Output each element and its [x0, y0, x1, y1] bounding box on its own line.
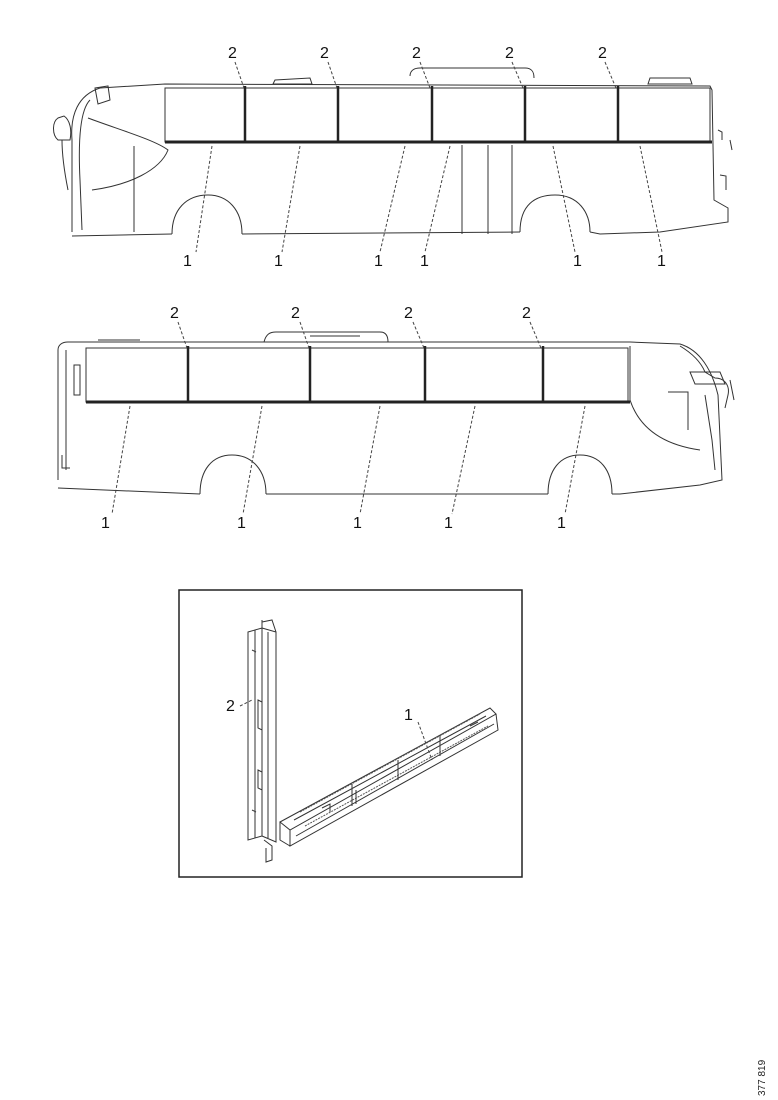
- label-rail-top-6: 1: [657, 253, 666, 270]
- label-post-top-5: 2: [598, 45, 607, 62]
- label-post-bottom-4: 2: [522, 305, 531, 322]
- label-detail-post: 2: [226, 698, 235, 715]
- label-rail-bottom-1: 1: [101, 515, 110, 532]
- bus-side-view-bottom: 2 2 2 2 1 1 1 1 1: [57, 305, 735, 532]
- label-post-bottom-1: 2: [170, 305, 179, 322]
- label-rail-top-3: 1: [374, 253, 383, 270]
- label-post-top-4: 2: [505, 45, 514, 62]
- document-reference-number: 377 819: [757, 1059, 768, 1096]
- document-reference: 377 819: [755, 1050, 775, 1100]
- label-rail-bottom-2: 1: [237, 515, 246, 532]
- label-rail-bottom-5: 1: [557, 515, 566, 532]
- detail-view: 2 1: [178, 589, 523, 878]
- rail-part: [279, 707, 499, 847]
- label-rail-top-5: 1: [573, 253, 582, 270]
- detail-frame: [178, 589, 523, 878]
- bus-side-view-top: 2 2 2 2 2 1 1 1 1 1 1: [53, 45, 733, 270]
- label-rail-bottom-3: 1: [353, 515, 362, 532]
- label-post-bottom-3: 2: [404, 305, 413, 322]
- label-post-top-3: 2: [412, 45, 421, 62]
- label-rail-top-1: 1: [183, 253, 192, 270]
- label-post-bottom-2: 2: [291, 305, 300, 322]
- post-part: [247, 619, 277, 863]
- label-rail-bottom-4: 1: [444, 515, 453, 532]
- label-rail-top-2: 1: [274, 253, 283, 270]
- label-rail-top-4: 1: [420, 253, 429, 270]
- label-detail-rail: 1: [404, 707, 413, 724]
- label-post-top-1: 2: [228, 45, 237, 62]
- label-post-top-2: 2: [320, 45, 329, 62]
